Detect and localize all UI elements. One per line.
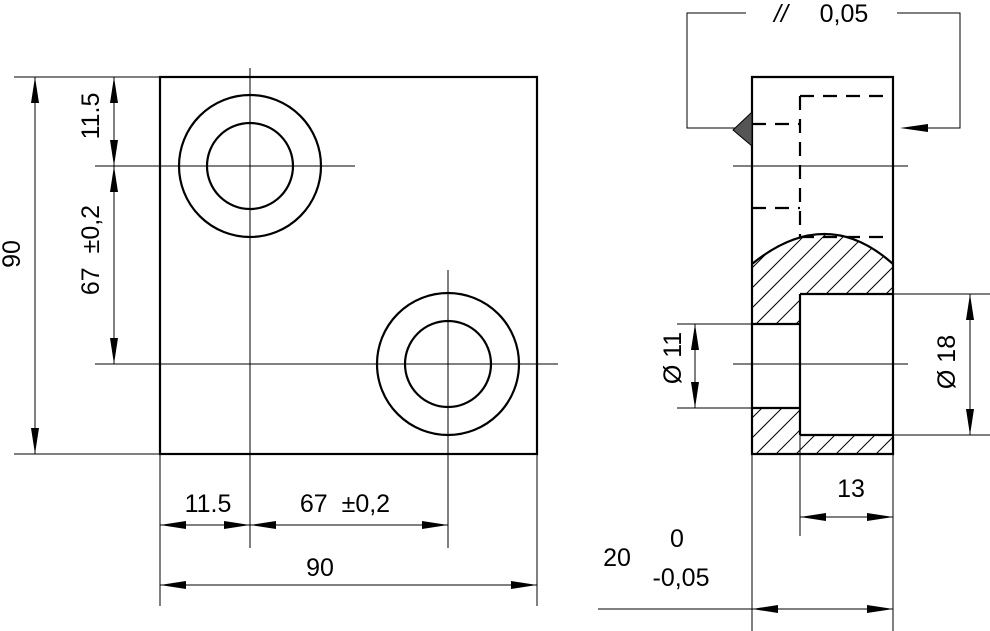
dim-width-total: 90 — [160, 554, 537, 589]
parallelism-symbol: // — [772, 0, 791, 28]
dim-hole-spacing-vertical-label: 67 ±0,2 — [77, 205, 105, 295]
dim-hole-spacing-horizontal-label: 67 ±0,2 — [300, 490, 390, 518]
extension-lines-side — [598, 293, 990, 631]
dim-small-bore-label: Ø 11 — [659, 332, 687, 384]
dim-top-offset-label: 11.5 — [77, 93, 105, 140]
dim-hole-spacing-vertical: 67 ±0,2 — [77, 166, 118, 364]
center-lines-front — [95, 68, 558, 548]
extension-lines-front — [14, 76, 538, 606]
parallelism-value: 0,05 — [820, 0, 869, 28]
dim-width-total-label: 90 — [306, 554, 334, 582]
dim-large-bore: Ø 18 — [933, 294, 974, 435]
dim-small-bore: Ø 11 — [659, 324, 699, 408]
datum-triangle — [732, 110, 753, 148]
dim-thickness-tol-lower: -0,05 — [653, 564, 710, 592]
center-lines-side — [733, 165, 908, 365]
dim-thickness-label: 20 — [603, 544, 631, 572]
dim-thickness: 20 0 -0,05 — [603, 525, 893, 613]
dim-top-offset: 11.5 — [77, 77, 118, 166]
side-view: // 0,05 Ø 11 Ø 18 — [598, 0, 990, 631]
front-view-outline — [158, 75, 539, 456]
dim-counterbore-depth-label: 13 — [837, 475, 865, 503]
dim-thickness-tol-upper: 0 — [670, 525, 684, 553]
dim-large-bore-label: Ø 18 — [933, 335, 961, 389]
dim-left-offset: 11.5 — [160, 490, 250, 529]
section-hatching — [752, 234, 893, 454]
dim-left-offset-label: 11.5 — [185, 490, 232, 518]
dim-height-total: 90 — [0, 77, 39, 454]
parallelism-tolerance: // 0,05 — [686, 0, 961, 148]
dim-counterbore-depth: 13 — [800, 475, 893, 521]
section-break-curve — [751, 232, 894, 265]
side-view-outline — [750, 75, 895, 456]
dim-height-total-label: 90 — [0, 240, 26, 268]
dim-hole-spacing-horizontal: 67 ±0,2 — [250, 490, 448, 529]
front-view: 11.5 67 ±0,2 90 90 11.5 — [0, 68, 558, 606]
